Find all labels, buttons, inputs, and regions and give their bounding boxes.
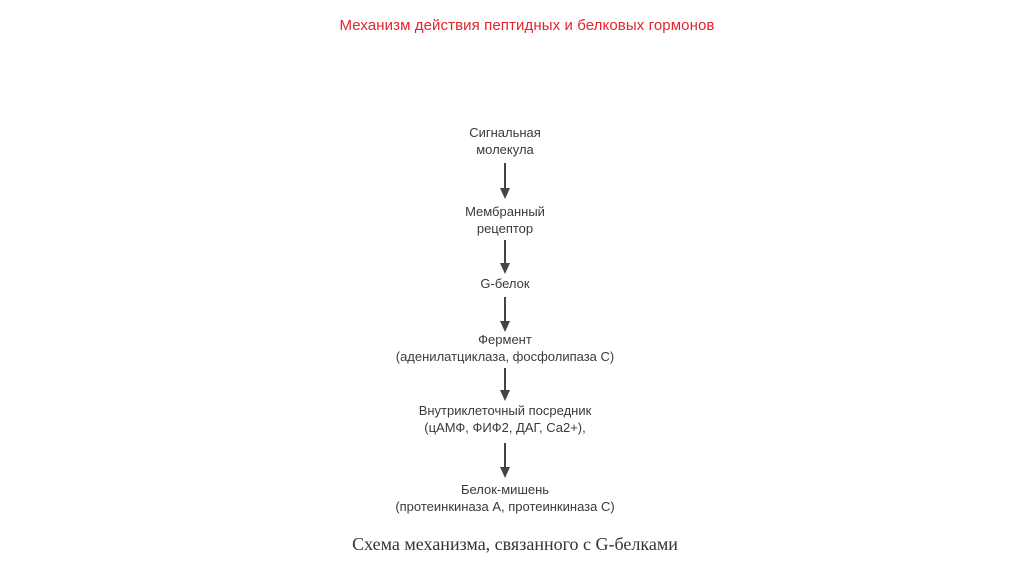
node-sublabel: (аденилатциклаза, фосфолипаза С) (395, 349, 615, 364)
node-g-protein: G-белок (305, 275, 705, 292)
node-label: Белок-мишень (460, 482, 550, 497)
arrow-down-icon (499, 368, 511, 401)
node-second-messenger: Внутриклеточный посредник (цАМФ, ФИФ2, Д… (305, 402, 705, 436)
arrow-down-icon (499, 163, 511, 199)
node-sublabel: рецептор (476, 221, 534, 236)
node-sublabel: (цАМФ, ФИФ2, ДАГ, Са2+), (424, 420, 586, 435)
slide-title: Механизм действия пептидных и белковых г… (339, 17, 715, 34)
node-enzyme: Фермент (аденилатциклаза, фосфолипаза С) (305, 331, 705, 365)
node-label: Сигнальная (469, 125, 541, 140)
node-label: Фермент (478, 332, 532, 347)
node-label: Внутриклеточный посредник (418, 403, 592, 418)
node-membrane-receptor: Мембранный рецептор (305, 203, 705, 237)
node-label: G-белок (480, 276, 530, 291)
node-label: Мембранный (465, 204, 545, 219)
node-sublabel: (протеинкиназа А, протеинкиназа С) (395, 499, 615, 514)
arrow-down-icon (499, 240, 511, 274)
diagram-caption: Схема механизма, связанного с G-белками (352, 534, 678, 554)
node-signal-molecule: Сигнальная молекула (305, 124, 705, 158)
arrow-down-icon (499, 297, 511, 332)
node-sublabel: молекула (476, 142, 534, 157)
node-target-protein: Белок-мишень (протеинкиназа А, протеинки… (305, 481, 705, 515)
arrow-down-icon (499, 443, 511, 478)
